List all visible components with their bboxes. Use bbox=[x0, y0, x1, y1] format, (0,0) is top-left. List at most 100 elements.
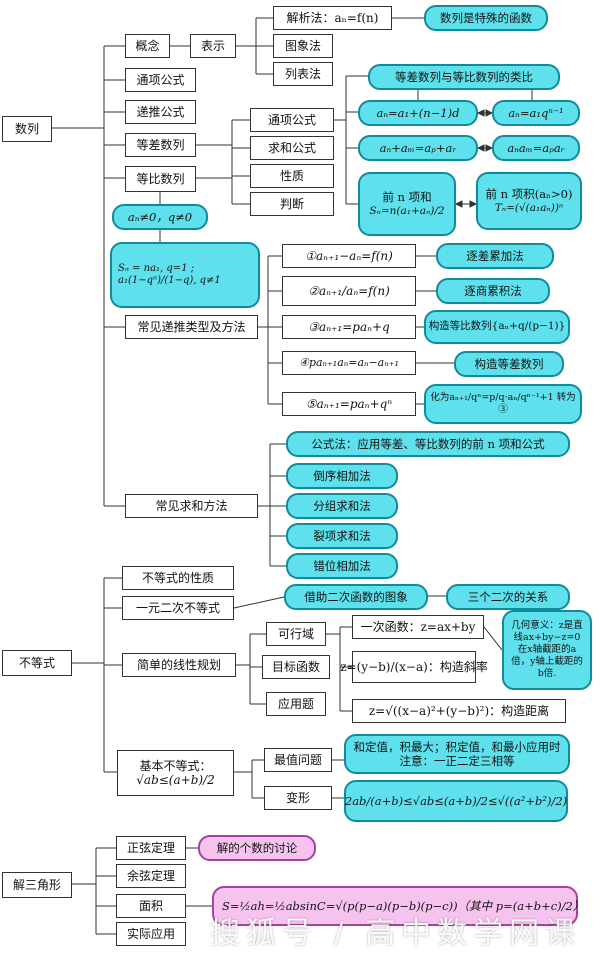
sum-method-reverse[interactable]: 倒序相加法 bbox=[286, 463, 398, 489]
ineq-extremum-note-label: 和定值，积最大；积定值，和最小应用时注意：一正二定三相等 bbox=[353, 739, 561, 768]
sum-method-group[interactable]: 分组求和法 bbox=[286, 493, 398, 519]
lp-feasible[interactable]: 可行域 bbox=[266, 622, 326, 646]
node-general-term-label: 通项公式 bbox=[136, 72, 185, 87]
sum-method-split[interactable]: 裂项求和法 bbox=[286, 523, 398, 549]
node-geometric[interactable]: 等比数列 bbox=[125, 166, 196, 192]
analogy-title[interactable]: 等差数列与等比数列的类比 bbox=[368, 64, 560, 90]
ineq-extremum-note[interactable]: 和定值，积最大；积定值，和最小应用时注意：一正二定三相等 bbox=[344, 734, 570, 774]
recursion-method-2-label: 逐商累积法 bbox=[464, 283, 522, 298]
geo-product-formula: Tₙ=(√(a₁aₙ))ⁿ bbox=[494, 201, 564, 214]
node-geometric-label: 等比数列 bbox=[136, 171, 185, 186]
sum-method-split-label: 裂项求和法 bbox=[313, 528, 371, 543]
ineq-quad-graph[interactable]: 借助二次函数的图象 bbox=[284, 584, 428, 610]
recursion-method-3[interactable]: 构造等比数列{aₙ+q/(p−1)} bbox=[424, 310, 570, 344]
node-concept[interactable]: 概念 bbox=[125, 34, 170, 58]
rep-method-analytic[interactable]: 解析法：aₙ=f(n) bbox=[273, 6, 392, 30]
recursion-form-4[interactable]: ④paₙ₊₁aₙ=aₙ−aₙ₊₁ bbox=[282, 351, 416, 375]
rep-method-table[interactable]: 列表法 bbox=[273, 62, 333, 86]
node-representation[interactable]: 表示 bbox=[190, 34, 236, 58]
recursion-method-1[interactable]: 逐差累加法 bbox=[436, 243, 554, 269]
arith-general-label: aₙ=a₁+(n−1)d bbox=[376, 105, 460, 120]
ineq-transform[interactable]: 变形 bbox=[264, 786, 332, 810]
tri-area-formula[interactable]: S=½ah=½absinC=√(p(p−a)(p−b)(p−c))（其中 p=(… bbox=[212, 886, 584, 926]
node-general-term[interactable]: 通项公式 bbox=[125, 68, 196, 92]
geo-product[interactable]: 前 n 项积(aₙ>0)Tₙ=(√(a₁aₙ))ⁿ bbox=[476, 172, 582, 230]
lp-linear-fn[interactable]: 一次函数：z=ax+by bbox=[352, 615, 484, 639]
sum-method-dislocation[interactable]: 错位相加法 bbox=[286, 553, 398, 579]
geo-sum-formula[interactable]: Sₙ = na₁, q=1 ; a₁(1−qⁿ)/(1−q), q≠1 bbox=[110, 242, 260, 308]
root-inequality[interactable]: 不等式 bbox=[2, 650, 72, 676]
lp-application[interactable]: 应用题 bbox=[266, 692, 326, 716]
recursion-form-1[interactable]: ①aₙ₊₁−aₙ=f(n) bbox=[282, 244, 416, 268]
root-triangle[interactable]: 解三角形 bbox=[2, 872, 72, 898]
recursion-method-4-label: 构造等差数列 bbox=[474, 356, 544, 371]
recursion-form-2[interactable]: ②aₙ₊₁/aₙ=f(n) bbox=[282, 276, 416, 306]
arith-prop[interactable]: aₙ+aₘ=aₚ+aᵣ bbox=[358, 135, 478, 161]
ineq-transform-formula[interactable]: 2ab/(a+b)≤√ab≤(a+b)/2≤√((a²+b²)/2) bbox=[344, 780, 568, 822]
tri-sine-note[interactable]: 解的个数的讨论 bbox=[198, 835, 316, 861]
recursion-form-3-label: ③aₙ₊₁=paₙ+q bbox=[308, 319, 390, 334]
lp-geometry-note[interactable]: 几何意义：z是直线ax+by−z=0在x轴截距的a倍，y轴上截距的b倍. bbox=[502, 610, 592, 690]
lp-distance-label: z=√((x−a)²+(y−b)²)：构造距离 bbox=[368, 703, 550, 718]
attr-sum-label: 求和公式 bbox=[267, 140, 316, 155]
recursion-form-5[interactable]: ⑤aₙ₊₁=paₙ+qⁿ bbox=[282, 392, 416, 416]
arith-general[interactable]: aₙ=a₁+(n−1)d bbox=[358, 100, 478, 126]
geo-condition[interactable]: aₙ≠0，q≠0 bbox=[112, 204, 208, 230]
watermark-text: 搜狐号 / 高中数学网课 bbox=[210, 916, 582, 951]
root-triangle-label: 解三角形 bbox=[12, 877, 61, 892]
recursion-method-5[interactable]: 化为aₙ₊₁/qⁿ=p/q·aₙ/qⁿ⁻¹+1 转为③ bbox=[424, 384, 582, 424]
sum-method-group-label: 分组求和法 bbox=[313, 498, 371, 513]
attr-general-term[interactable]: 通项公式 bbox=[250, 108, 334, 132]
lp-feasible-label: 可行域 bbox=[277, 626, 314, 641]
recursion-method-4[interactable]: 构造等差数列 bbox=[454, 351, 564, 377]
note-special-function[interactable]: 数列是特殊的函数 bbox=[424, 5, 548, 31]
tri-cosine[interactable]: 余弦定理 bbox=[116, 864, 186, 888]
node-sum-methods[interactable]: 常见求和方法 bbox=[125, 494, 258, 518]
tri-sine-label: 正弦定理 bbox=[126, 840, 175, 855]
node-concept-label: 概念 bbox=[135, 38, 160, 53]
node-recursion-types[interactable]: 常见递推类型及方法 bbox=[125, 315, 258, 339]
node-recursion-types-label: 常见递推类型及方法 bbox=[137, 319, 246, 334]
recursion-form-3[interactable]: ③aₙ₊₁=paₙ+q bbox=[282, 315, 416, 339]
geo-product-head: 前 n 项积(aₙ>0) bbox=[485, 187, 573, 202]
sum-method-reverse-label: 倒序相加法 bbox=[313, 468, 371, 483]
recursion-method-2[interactable]: 逐商累积法 bbox=[436, 278, 550, 304]
recursion-method-5-label: 化为aₙ₊₁/qⁿ=p/q·aₙ/qⁿ⁻¹+1 转为③ bbox=[430, 392, 576, 415]
sum-method-formula[interactable]: 公式法：应用等差、等比数列的前 n 项和公式 bbox=[286, 431, 570, 457]
tri-area[interactable]: 面积 bbox=[116, 894, 186, 918]
ineq-properties[interactable]: 不等式的性质 bbox=[122, 566, 234, 590]
ineq-extremum[interactable]: 最值问题 bbox=[264, 748, 332, 772]
attr-sum[interactable]: 求和公式 bbox=[250, 136, 334, 160]
root-sequence[interactable]: 数列 bbox=[2, 116, 52, 142]
ineq-three-quadratics-label: 三个二次的关系 bbox=[467, 589, 549, 604]
ineq-transform-formula-label: 2ab/(a+b)≤√ab≤(a+b)/2≤√((a²+b²)/2) bbox=[344, 793, 568, 808]
attr-judgement[interactable]: 判断 bbox=[250, 192, 334, 216]
node-recursive[interactable]: 递推公式 bbox=[125, 100, 196, 124]
ineq-quadratic[interactable]: 一元二次不等式 bbox=[122, 596, 234, 620]
lp-linear-fn-label: 一次函数：z=ax+by bbox=[360, 619, 476, 634]
root-inequality-label: 不等式 bbox=[18, 655, 55, 670]
lp-slope[interactable]: z=(y−b)/(x−a)：构造斜率 bbox=[340, 651, 488, 683]
ineq-extremum-label: 最值问题 bbox=[273, 752, 322, 767]
ineq-linear-prog-label: 简单的线性规划 bbox=[136, 657, 221, 672]
lp-distance[interactable]: z=√((x−a)²+(y−b)²)：构造距离 bbox=[352, 699, 566, 723]
ineq-quadratic-label: 一元二次不等式 bbox=[135, 600, 220, 615]
rep-method-graph[interactable]: 图象法 bbox=[273, 34, 333, 58]
tri-application-label: 实际应用 bbox=[126, 926, 175, 941]
geo-general[interactable]: aₙ=a₁qⁿ⁻¹ bbox=[492, 100, 580, 126]
ineq-linear-prog[interactable]: 简单的线性规划 bbox=[122, 653, 236, 677]
ineq-three-quadratics[interactable]: 三个二次的关系 bbox=[446, 584, 570, 610]
attr-property[interactable]: 性质 bbox=[250, 164, 334, 188]
geo-prop[interactable]: aₙaₘ=aₚaᵣ bbox=[492, 135, 580, 161]
ineq-quad-graph-label: 借助二次函数的图象 bbox=[304, 589, 408, 604]
attr-property-label: 性质 bbox=[279, 168, 304, 183]
ineq-basic[interactable]: 基本不等式：√ab≤(a+b)/2 bbox=[117, 750, 234, 796]
tri-application[interactable]: 实际应用 bbox=[116, 922, 186, 946]
node-arithmetic[interactable]: 等差数列 bbox=[125, 133, 196, 157]
geo-condition-label: aₙ≠0，q≠0 bbox=[127, 209, 193, 224]
lp-objective[interactable]: 目标函数 bbox=[262, 655, 330, 679]
tri-sine[interactable]: 正弦定理 bbox=[116, 836, 186, 860]
lp-application-label: 应用题 bbox=[277, 696, 314, 711]
rep-method-analytic-label: 解析法：aₙ=f(n) bbox=[286, 10, 379, 25]
